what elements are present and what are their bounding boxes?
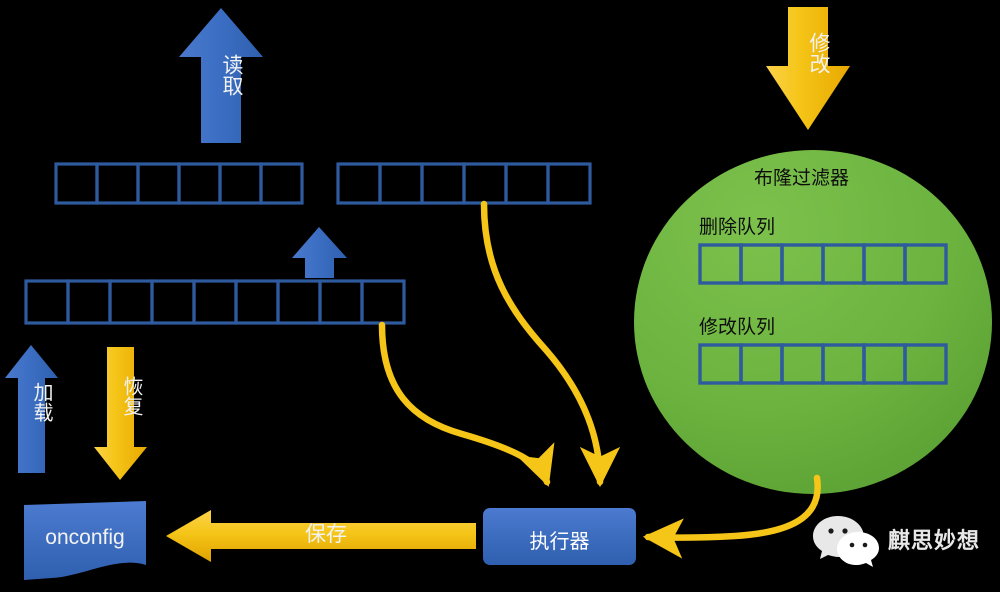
modify-arrow[interactable]	[766, 7, 850, 130]
delete-queue-array[interactable]	[698, 243, 948, 285]
cache-array-top-right[interactable]	[336, 162, 592, 205]
executor-label: 执行器	[529, 531, 590, 553]
curve-bottom-to-executor	[378, 321, 555, 487]
read-arrow[interactable]	[179, 8, 263, 143]
watermark-text: 麒思妙想	[888, 528, 981, 553]
wechat-icon	[813, 516, 879, 567]
curve-bloom-to-executor	[642, 474, 821, 559]
curve-topright-to-executor	[480, 200, 621, 488]
onconfig-shape[interactable]	[24, 501, 146, 580]
onconfig-label: onconfig	[45, 526, 125, 549]
modify-queue-label: 修改队列	[699, 317, 776, 338]
cache-array-top-left[interactable]	[54, 162, 304, 205]
executor-box[interactable]	[483, 508, 636, 565]
bloom-filter-title: 布隆过滤器	[754, 168, 850, 189]
delete-queue-label: 删除队列	[699, 217, 776, 238]
promote-arrow[interactable]	[292, 227, 347, 278]
restore-arrow[interactable]	[94, 347, 147, 480]
modify-queue-array[interactable]	[698, 343, 948, 385]
load-arrow[interactable]	[5, 345, 58, 473]
save-arrow[interactable]	[166, 510, 476, 562]
bloom-filter-circle[interactable]	[634, 150, 992, 494]
cache-array-bottom[interactable]	[24, 279, 406, 325]
